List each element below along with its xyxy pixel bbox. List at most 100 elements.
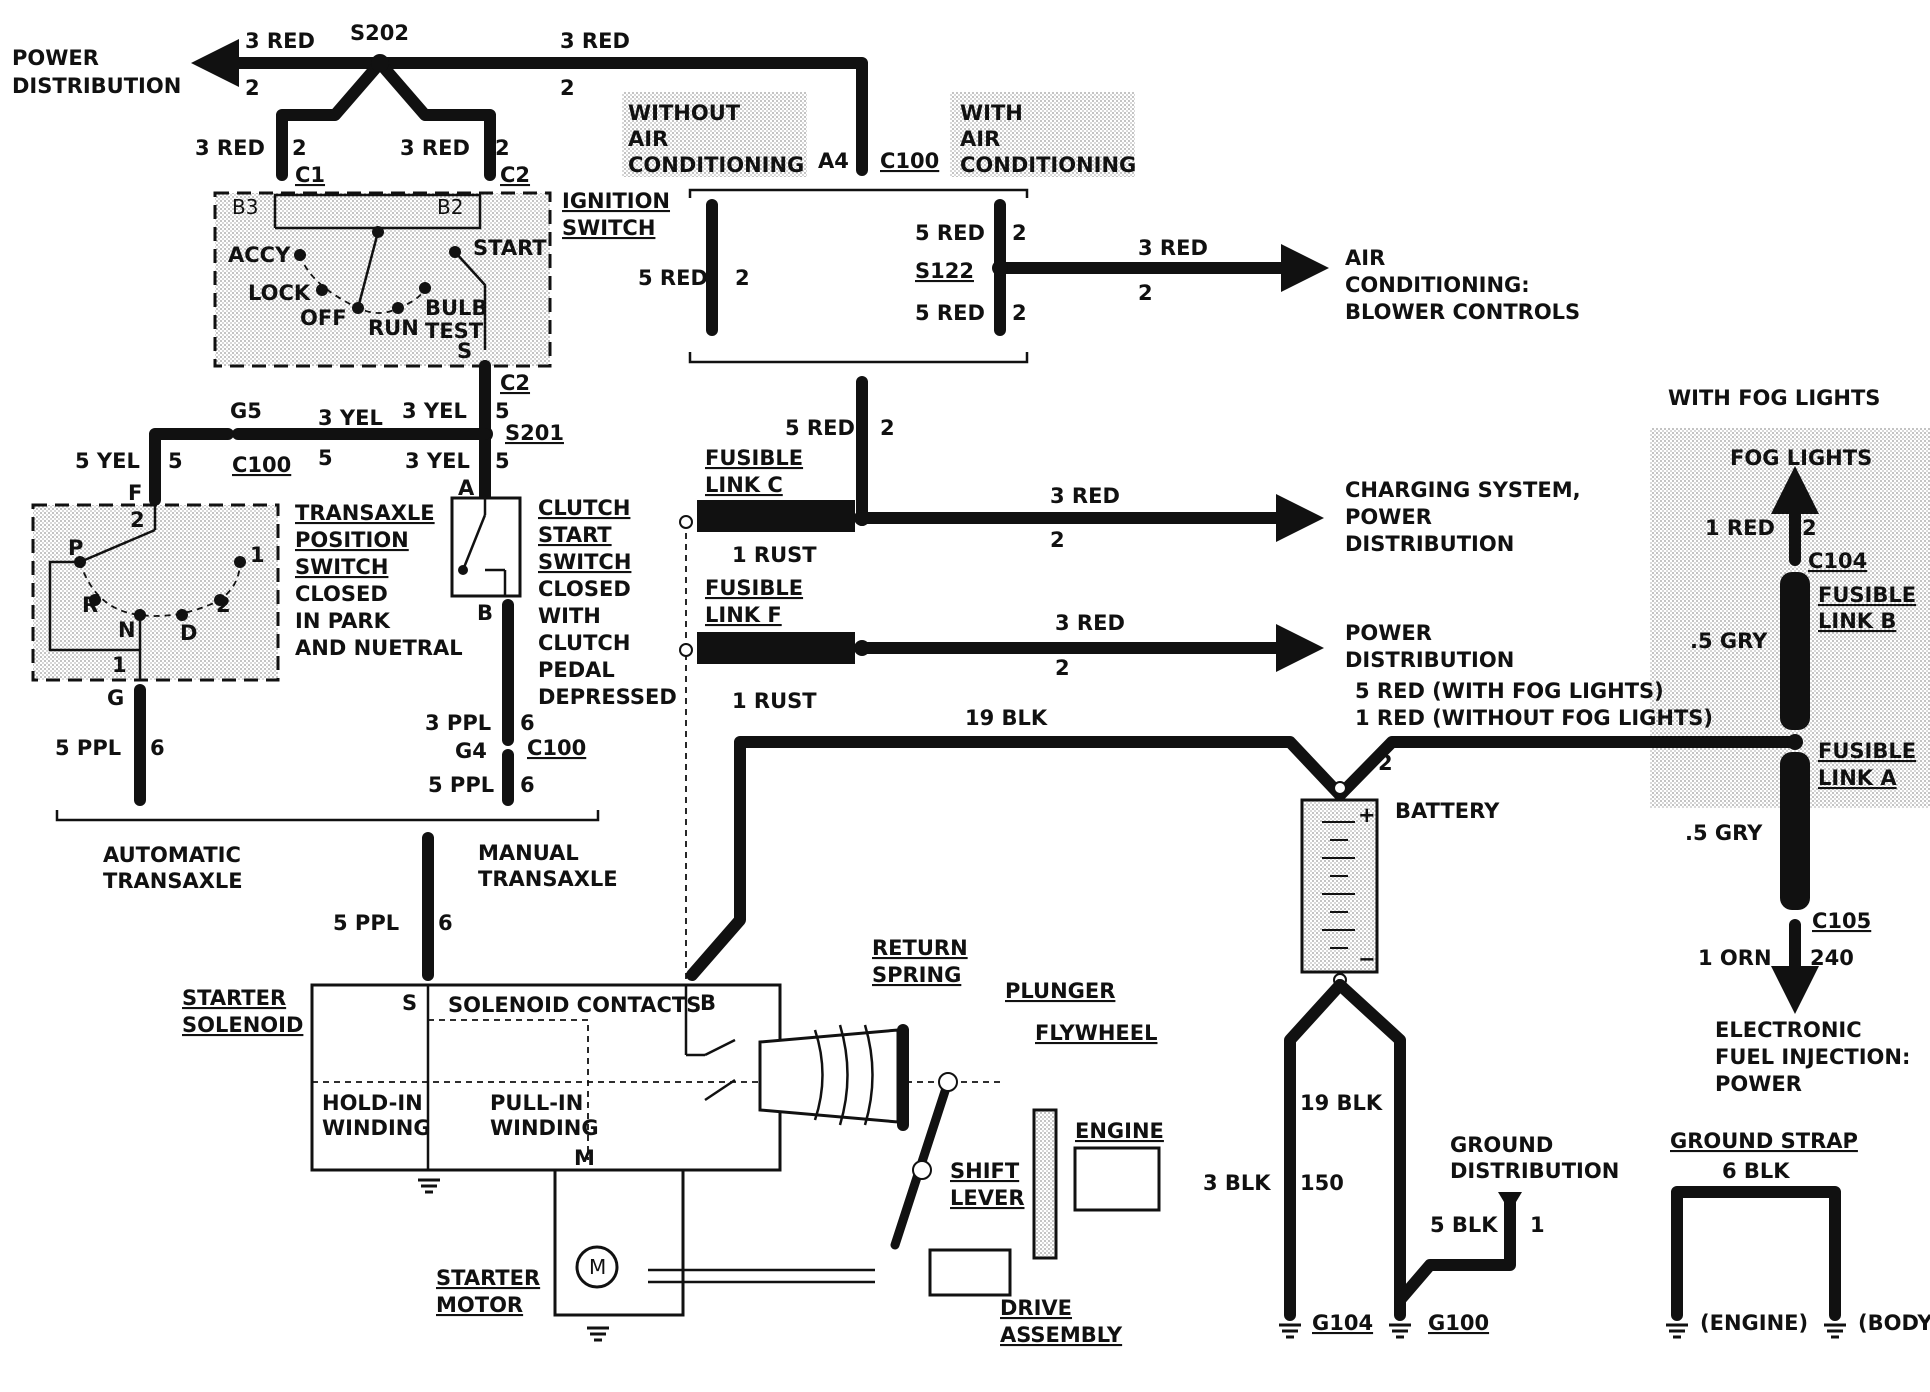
label-wire-2-s122b: 2: [1012, 301, 1027, 325]
label-two: 2: [216, 593, 231, 617]
label-wire-5ppl-g: 5 PPL: [55, 736, 121, 760]
label-wire-5red-with: 5 RED (WITH FOG LIGHTS): [1355, 679, 1664, 703]
battery-grounds: [1284, 973, 1522, 1321]
label-s122: S122: [915, 259, 974, 283]
label-fusible-f-2: LINK F: [705, 603, 782, 627]
ground-strap: [1671, 1186, 1841, 1321]
label-power-dist-right-2: DISTRIBUTION: [1345, 648, 1514, 672]
label-c1: C1: [295, 163, 325, 187]
label-manual-1: MANUAL: [478, 841, 579, 865]
label-b-sol: B: [700, 991, 716, 1015]
label-run: RUN: [368, 316, 419, 340]
fog-fusible: [1771, 466, 1819, 1014]
label-transaxle-pos-6: AND NUETRAL: [295, 636, 463, 660]
shift-lever-and-drive: [648, 1072, 1161, 1297]
label-s-term: S: [457, 339, 472, 363]
label-fusible-a-2: LINK A: [1818, 766, 1897, 790]
label-wire-6blk: 6 BLK: [1722, 1159, 1790, 1183]
label-wire-2-c1: 2: [292, 136, 307, 160]
label-efi-2: FUEL INJECTION:: [1715, 1045, 1910, 1069]
with-ac-shade: [950, 92, 1135, 177]
label-automatic-1: AUTOMATIC: [103, 843, 241, 867]
label-wire-3red-c2: 3 RED: [400, 136, 470, 160]
label-clutch-switch-8: DEPRESSED: [538, 685, 677, 709]
label-pull-in-2: WINDING: [490, 1116, 599, 1140]
label-clutch-switch-7: PEDAL: [538, 658, 615, 682]
label-drive-assembly-2: ASSEMBLY: [1000, 1323, 1123, 1347]
label-b3: B3: [232, 195, 258, 219]
label-clutch-switch-5: WITH: [538, 604, 601, 628]
label-power-dist-right-1: POWER: [1345, 621, 1432, 645]
label-c100-mid: C100: [232, 453, 291, 477]
label-wire-19blk-bot: 19 BLK: [1300, 1091, 1383, 1115]
solenoid-plunger: [758, 1024, 909, 1131]
label-charging-2: POWER: [1345, 505, 1432, 529]
label-a4: A4: [818, 149, 849, 173]
label-r: R: [82, 593, 98, 617]
label-m-sol: M: [574, 1146, 595, 1170]
label-n: N: [118, 618, 136, 642]
label-c2-top: C2: [500, 163, 530, 187]
label-c2-bottom: C2: [500, 371, 530, 395]
label-transaxle-pos-3: SWITCH: [295, 555, 388, 579]
label-wire-3blk: 3 BLK: [1203, 1171, 1271, 1195]
label-bulb: BULB: [425, 296, 487, 320]
label-without-ac-1: WITHOUT: [628, 101, 741, 125]
label-ground-dist-1: GROUND: [1450, 1133, 1553, 1157]
label-g-term: G: [107, 686, 124, 710]
label-ground-dist-2: DISTRIBUTION: [1450, 1159, 1619, 1183]
label-one: 1: [250, 543, 265, 567]
label-accy: ACCY: [228, 243, 291, 267]
label-wire-2-b: 2: [560, 76, 575, 100]
label-return-spring-1: RETURN: [872, 936, 968, 960]
label-fusible-c-1: FUSIBLE: [705, 446, 803, 470]
label-battery-plus: +: [1358, 803, 1376, 827]
label-starter-solenoid-1: STARTER: [182, 986, 286, 1010]
label-wire-1rust-f: 1 RUST: [732, 689, 817, 713]
label-transaxle-pos-4: CLOSED: [295, 582, 388, 606]
label-wire-2-l: 2: [735, 266, 750, 290]
label-two-b: 2: [130, 508, 145, 532]
label-power-distribution-left-2: DISTRIBUTION: [12, 74, 181, 98]
label-wire-5-yel: 5: [168, 449, 183, 473]
label-fusible-b-2: LINK B: [1818, 609, 1896, 633]
label-engine-gnd: (ENGINE): [1700, 1311, 1808, 1335]
ground-symbols: [418, 1178, 1846, 1342]
label-with-ac-2: AIR: [960, 127, 1000, 151]
label-fog-lights: FOG LIGHTS: [1730, 446, 1872, 470]
label-b2: B2: [437, 195, 463, 219]
label-starter-motor-1: STARTER: [436, 1266, 540, 1290]
label-ac-blower-3: BLOWER CONTROLS: [1345, 300, 1580, 324]
label-wire-1red-without: 1 RED (WITHOUT FOG LIGHTS): [1355, 706, 1713, 730]
label-with-ac-3: CONDITIONING: [960, 153, 1136, 177]
label-clutch-switch-3: SWITCH: [538, 550, 631, 574]
label-wire-5-mid: 5: [318, 446, 333, 470]
label-wire-19blk-top: 19 BLK: [965, 706, 1048, 730]
label-wire-5-c: 5: [495, 449, 510, 473]
label-efi-1: ELECTRONIC: [1715, 1018, 1862, 1042]
label-c100-top: C100: [880, 149, 939, 173]
fusible-links: [679, 494, 1324, 980]
label-wire-6-a: 6: [520, 711, 535, 735]
label-wire-240: 240: [1810, 946, 1854, 970]
label-f-term: F: [128, 481, 142, 505]
label-efi-3: POWER: [1715, 1072, 1802, 1096]
label-one-b: 1: [112, 653, 127, 677]
text-labels: POWER DISTRIBUTION S202 3 RED 2 3 RED 2 …: [12, 21, 1930, 1347]
label-wire-2-s122a: 2: [1012, 221, 1027, 245]
label-c105: C105: [1812, 909, 1871, 933]
label-wire-1orn: 1 ORN: [1698, 946, 1772, 970]
label-c104: C104: [1808, 549, 1867, 573]
label-wire-3red-pd: 3 RED: [1055, 611, 1125, 635]
label-transaxle-pos-2: POSITION: [295, 528, 409, 552]
label-off: OFF: [300, 306, 347, 330]
label-wire-3red-ac: 3 RED: [1138, 236, 1208, 260]
label-clutch-switch-4: CLOSED: [538, 577, 631, 601]
label-starter-solenoid-2: SOLENOID: [182, 1013, 303, 1037]
label-wire-6-g: 6: [150, 736, 165, 760]
label-ac-blower-1: AIR: [1345, 246, 1385, 270]
label-start: START: [473, 236, 547, 260]
label-wire-150: 150: [1300, 1171, 1344, 1195]
label-wire-3red-cs: 3 RED: [1050, 484, 1120, 508]
